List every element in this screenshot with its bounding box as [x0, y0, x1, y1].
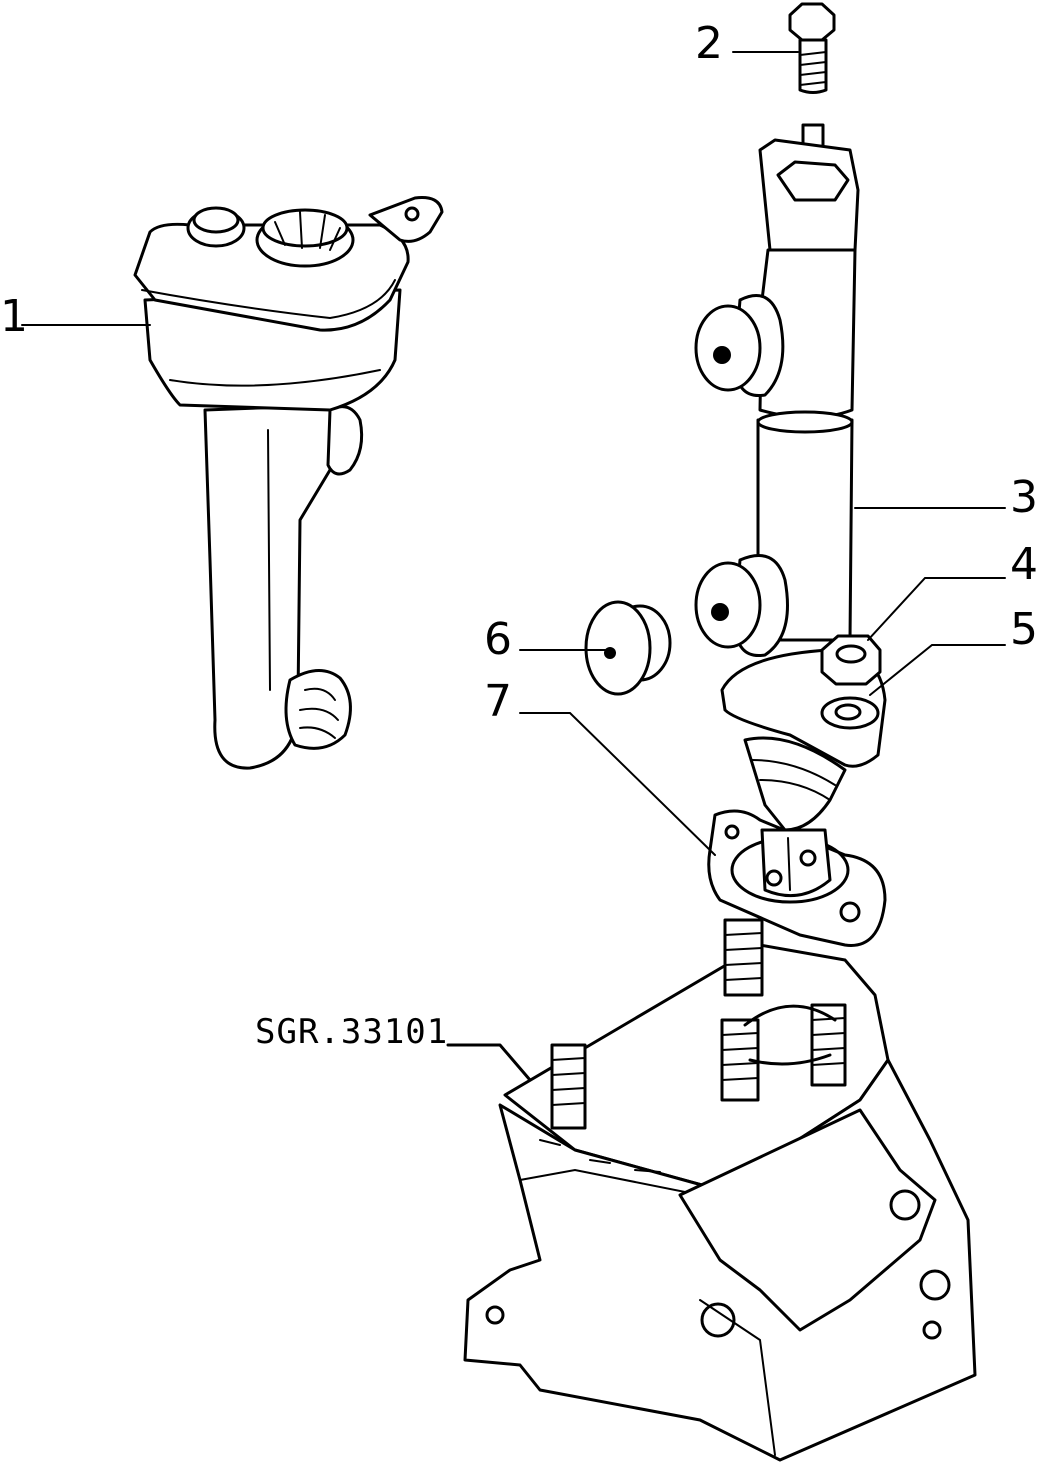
callout-7: 7 [484, 676, 512, 727]
callout-1: 1 [0, 291, 28, 342]
callout-4: 4 [1010, 539, 1038, 590]
callout-2: 2 [695, 18, 723, 69]
part-7-gasket [707, 809, 887, 947]
leader-7 [519, 712, 716, 856]
leader-reference [446, 1043, 532, 1082]
leader-lines [21, 51, 1006, 1082]
part-1-reservoir-assembly [133, 196, 444, 770]
mounting-bracket [463, 918, 977, 1462]
leader-4 [867, 577, 1006, 641]
leader-5 [869, 644, 1006, 696]
callout-3: 3 [1010, 472, 1038, 523]
part-4-nut [820, 634, 882, 686]
part-2-bolt [788, 2, 836, 94]
callout-5: 5 [1010, 604, 1038, 655]
part-6-grommet [584, 600, 672, 696]
part-3-master-cylinder [694, 123, 887, 832]
reference-code: SGR.33101 [255, 1012, 449, 1052]
callout-6: 6 [484, 614, 512, 665]
